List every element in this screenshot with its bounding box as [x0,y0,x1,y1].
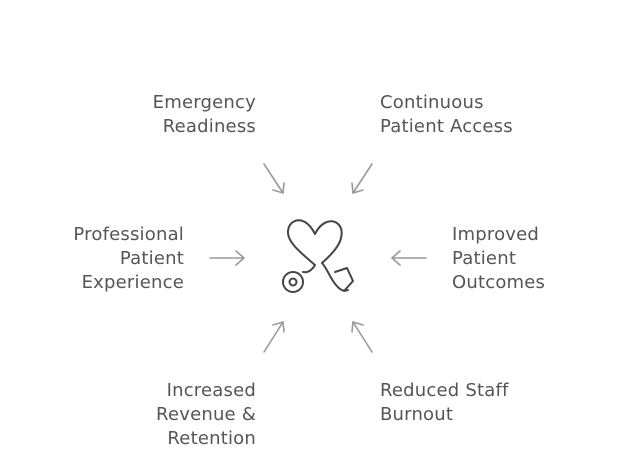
arrow-from-reduced [351,321,373,353]
arrow-from-increased [263,321,285,353]
label-line: Patient Access [380,116,513,137]
label-line: Continuous [380,92,484,113]
label-line: Revenue & [156,404,256,425]
benefit-label-improved-patient-outcomes: Improved Patient Outcomes [452,223,545,295]
benefit-label-increased-revenue-retention: Increased Revenue & Retention [156,379,256,451]
benefit-label-emergency-readiness: Emergency Readiness [153,91,256,139]
label-line: Burnout [380,404,454,425]
heart-stethoscope-icon [282,219,354,293]
label-line: Patient [452,248,517,269]
label-line: Readiness [162,116,256,137]
label-line: Outcomes [452,272,546,293]
label-line: Improved [452,224,540,245]
label-line: Retention [167,428,256,449]
label-line: Increased [166,380,256,401]
label-line: Experience [81,272,184,293]
label-line: Emergency [152,92,256,113]
label-line: Professional [73,224,184,245]
arrow-from-emergency [263,163,285,194]
benefit-label-continuous-patient-access: Continuous Patient Access [380,91,513,139]
arrow-from-continuous [351,163,373,194]
label-line: Patient [119,248,184,269]
benefit-label-reduced-staff-burnout: Reduced Staff Burnout [380,379,509,427]
arrow-from-professional [209,250,245,266]
label-line: Reduced Staff [380,380,509,401]
arrow-from-improved [391,250,427,266]
benefit-label-professional-patient-experience: Professional Patient Experience [73,223,184,295]
